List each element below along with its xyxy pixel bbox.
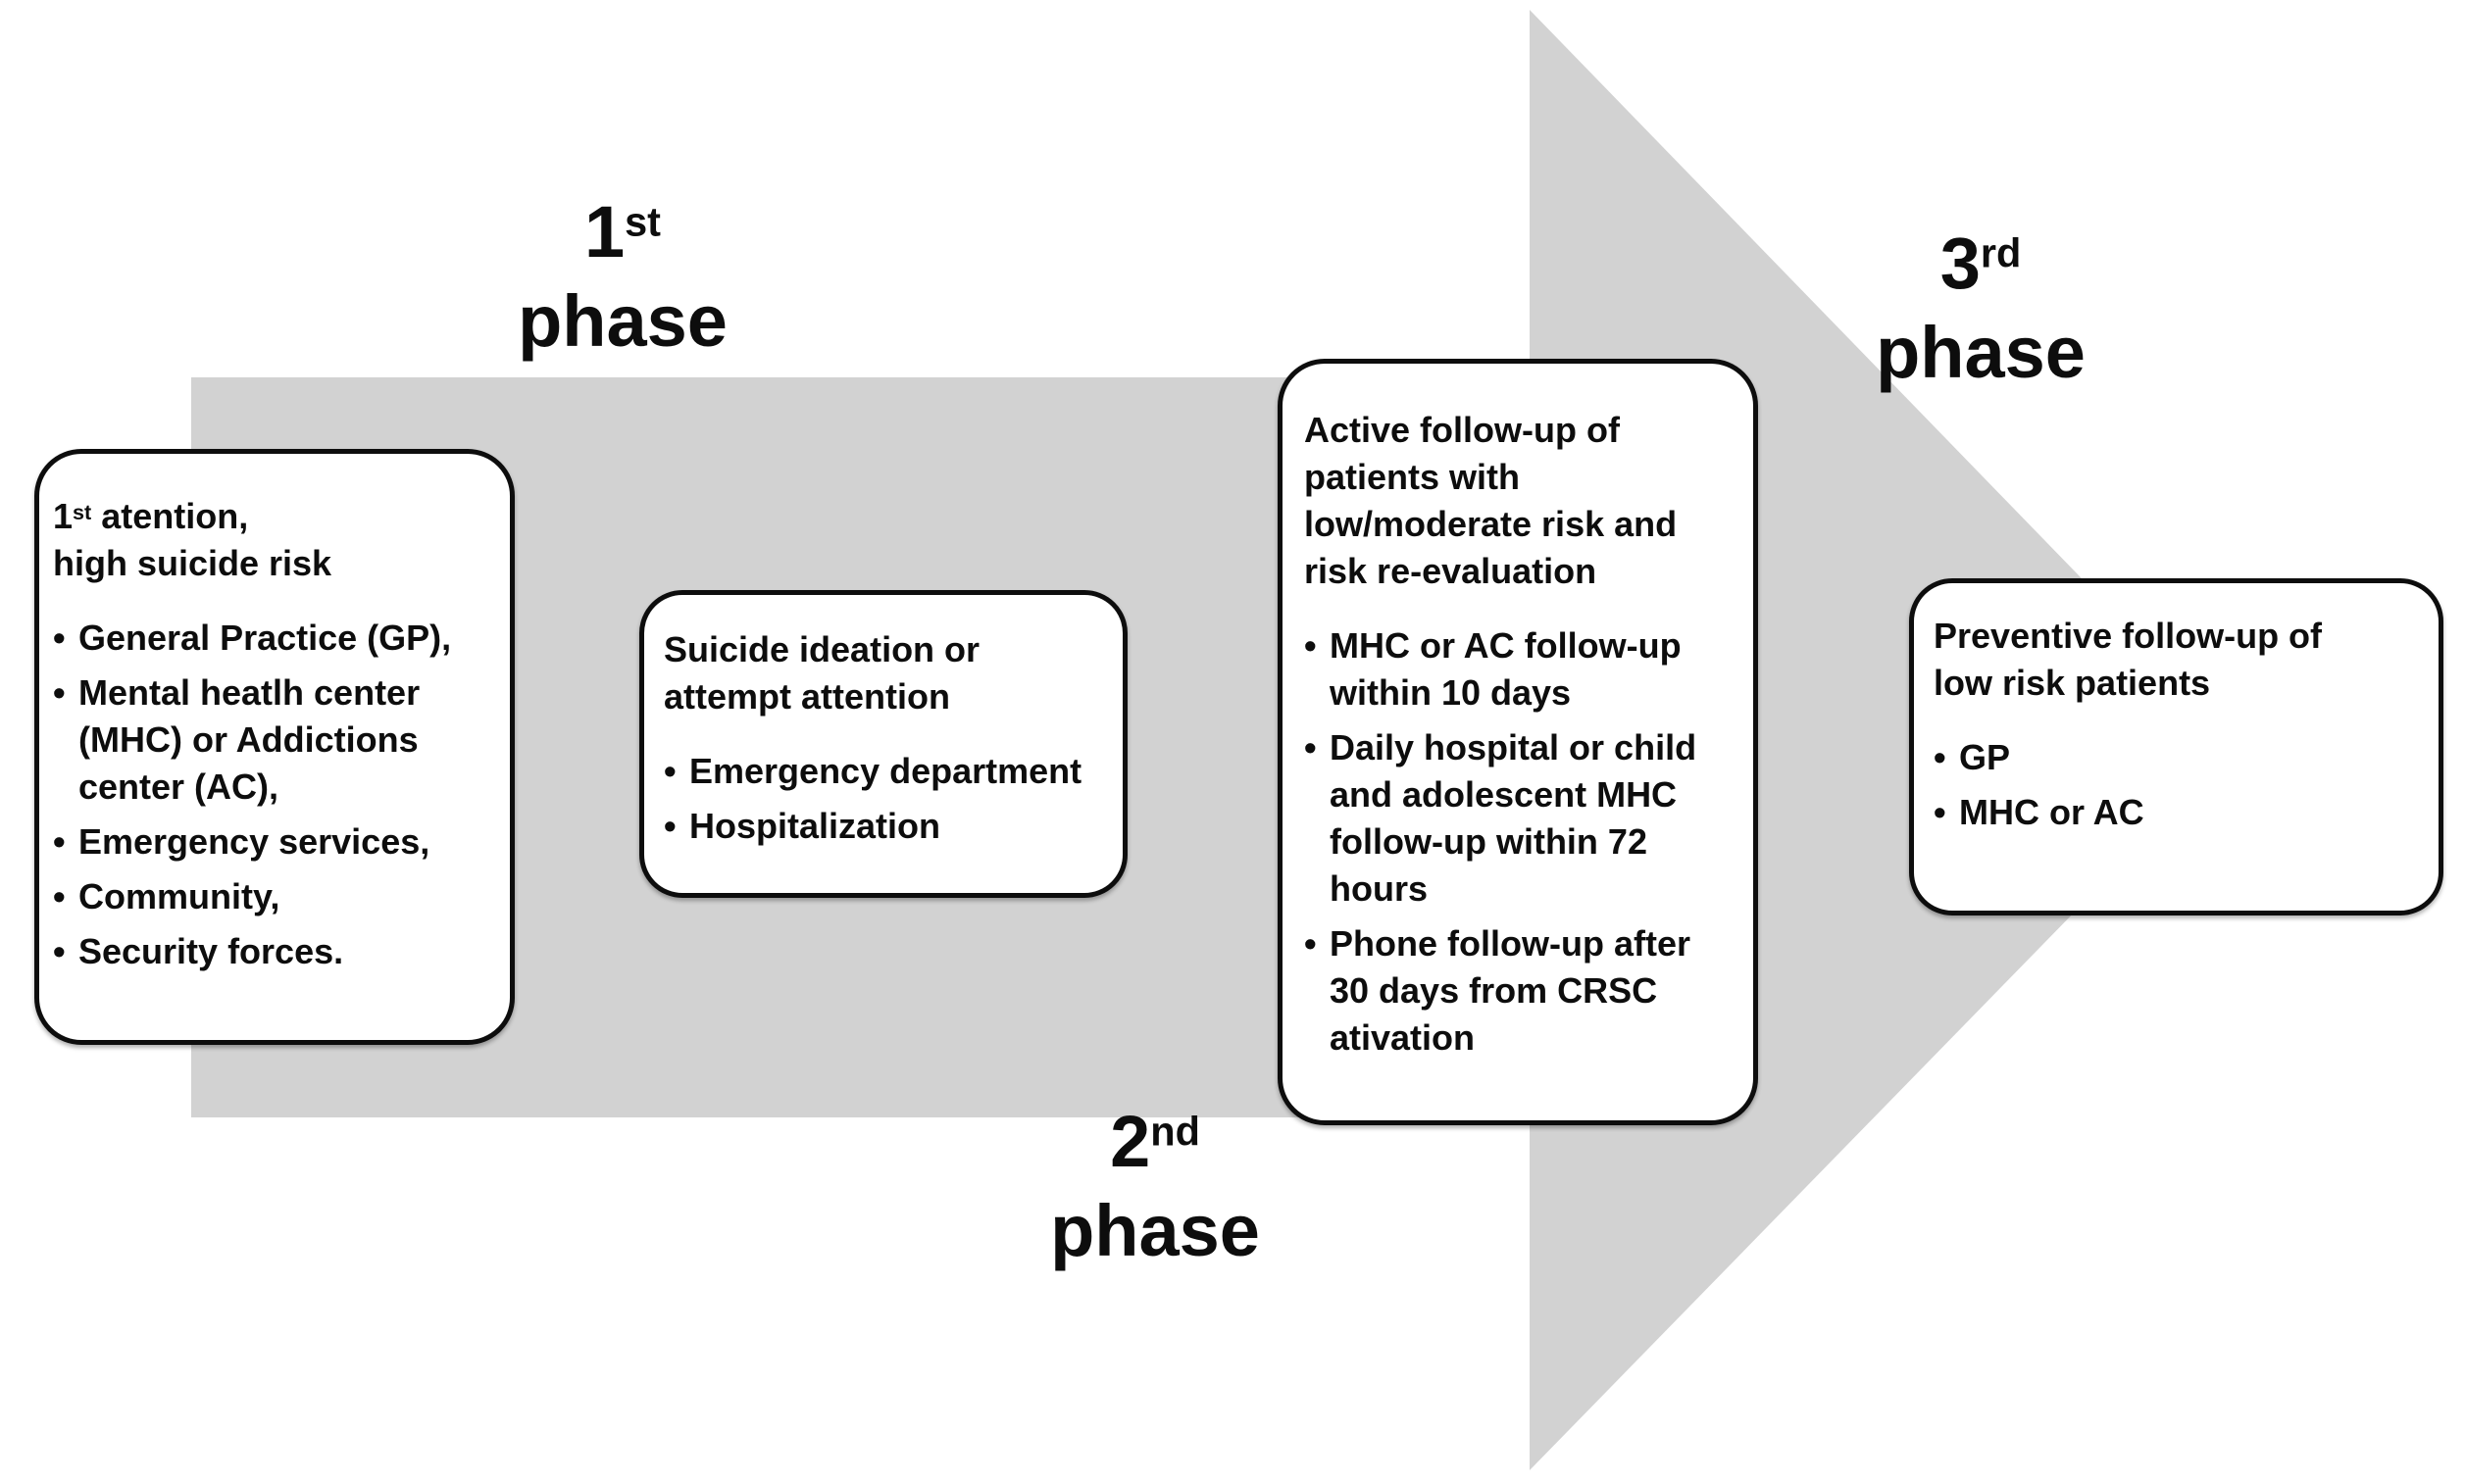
phase-label-3: 3rd phase xyxy=(1804,223,2157,394)
bullet-item: • Daily hospital or child and adolescent … xyxy=(1304,724,1736,913)
phase-number: 2nd xyxy=(1110,1101,1200,1182)
phase-word: phase xyxy=(1050,1189,1260,1271)
bullet-text: Security forces. xyxy=(78,931,344,972)
bullet-text: MHC or AC xyxy=(1959,792,2144,832)
bullet-item: • MHC or AC xyxy=(1934,789,2419,836)
heading-line: Suicide ideation or xyxy=(664,629,981,669)
phase-ordinal: st xyxy=(625,198,661,245)
heading-line: attempt attention xyxy=(664,676,950,717)
bullet-item: • MHC or AC follow-up within 10 days xyxy=(1304,622,1736,717)
bullet-text: MHC or AC follow-up within 10 days xyxy=(1330,625,1682,713)
bullet-item: • General Practice (GP), xyxy=(53,615,490,662)
bullet-list: • Emergency department • Hospitalization xyxy=(664,748,1107,850)
bullet-item: • Hospitalization xyxy=(664,803,1107,850)
bullet-marker: • xyxy=(53,821,66,863)
box-heading: Active follow-up of patients with low/mo… xyxy=(1304,407,1736,595)
bullet-item: • GP xyxy=(1934,734,2419,781)
bullet-marker: • xyxy=(53,876,66,917)
box-heading: Suicide ideation or attempt attention xyxy=(664,626,1107,720)
bullet-item: • Security forces. xyxy=(53,928,490,975)
bullet-marker: • xyxy=(664,806,677,846)
bullet-marker: • xyxy=(53,672,66,714)
heading-line: Active follow-up of xyxy=(1304,410,1620,450)
bullet-item: • Community, xyxy=(53,873,490,920)
heading-line: low/moderate risk and xyxy=(1304,504,1678,544)
phase-label-1: 1st phase xyxy=(446,191,799,363)
bullet-marker: • xyxy=(1304,727,1317,767)
bullet-list: • MHC or AC follow-up within 10 days • Dai… xyxy=(1304,622,1736,1062)
bullet-list: • GP • MHC or AC xyxy=(1934,734,2419,836)
bullet-item: • Phone follow-up after 30 days from CRSC… xyxy=(1304,920,1736,1062)
bullet-text: Mental heatlh center (MHC) or Addictions… xyxy=(78,672,421,808)
bullet-text: Hospitalization xyxy=(689,806,941,846)
bullet-text: Daily hospital or child and adolescent M… xyxy=(1330,727,1697,909)
heading-superscript: st xyxy=(73,500,92,524)
bullet-text: Emergency department xyxy=(689,751,1082,791)
bullet-item: • Emergency services, xyxy=(53,818,490,866)
bullet-item: • Mental heatlh center (MHC) or Addiction… xyxy=(53,669,490,811)
bullet-marker: • xyxy=(1304,625,1317,666)
phase-ordinal: nd xyxy=(1150,1108,1200,1155)
bullet-marker: • xyxy=(1304,923,1317,964)
box-heading: 1st atention, high suicide risk xyxy=(53,489,490,587)
phase-number: 1st xyxy=(583,191,661,272)
phase-label-2: 2nd phase xyxy=(979,1101,1332,1272)
bullet-text: Phone follow-up after 30 days from CRSC … xyxy=(1330,923,1690,1058)
box-first-attention: 1st atention, high suicide risk • General… xyxy=(34,449,515,1045)
bullet-text: General Practice (GP), xyxy=(78,618,452,659)
phase-ordinal: rd xyxy=(1980,229,2022,276)
box-heading: Preventive follow-up of low risk patient… xyxy=(1934,613,2419,707)
heading-line: low risk patients xyxy=(1934,663,2211,703)
phase-word: phase xyxy=(1876,311,2086,393)
bullet-text: GP xyxy=(1959,737,2011,777)
heading-line: Preventive follow-up of xyxy=(1934,616,2323,656)
bullet-list: • General Practice (GP), • Mental heatlh c… xyxy=(53,615,490,975)
bullet-marker: • xyxy=(53,931,66,972)
heading-line: high suicide risk xyxy=(53,543,332,584)
phase-number: 3rd xyxy=(1939,223,2022,304)
box-active-follow-up: Active follow-up of patients with low/mo… xyxy=(1278,359,1758,1125)
bullet-marker: • xyxy=(1934,792,1946,832)
bullet-text: Emergency services, xyxy=(78,821,430,863)
heading-line: 1st atention, xyxy=(53,496,249,537)
heading-line: risk re-evaluation xyxy=(1304,551,1597,591)
bullet-marker: • xyxy=(1934,737,1946,777)
heading-line: patients with xyxy=(1304,457,1521,497)
bullet-marker: • xyxy=(53,618,66,659)
bullet-text: Community, xyxy=(78,876,280,917)
bullet-item: • Emergency department xyxy=(664,748,1107,795)
box-preventive-follow-up: Preventive follow-up of low risk patient… xyxy=(1909,578,2443,915)
box-suicide-ideation-attention: Suicide ideation or attempt attention • E… xyxy=(639,590,1128,898)
phase-word: phase xyxy=(518,279,728,362)
bullet-marker: • xyxy=(664,751,677,791)
